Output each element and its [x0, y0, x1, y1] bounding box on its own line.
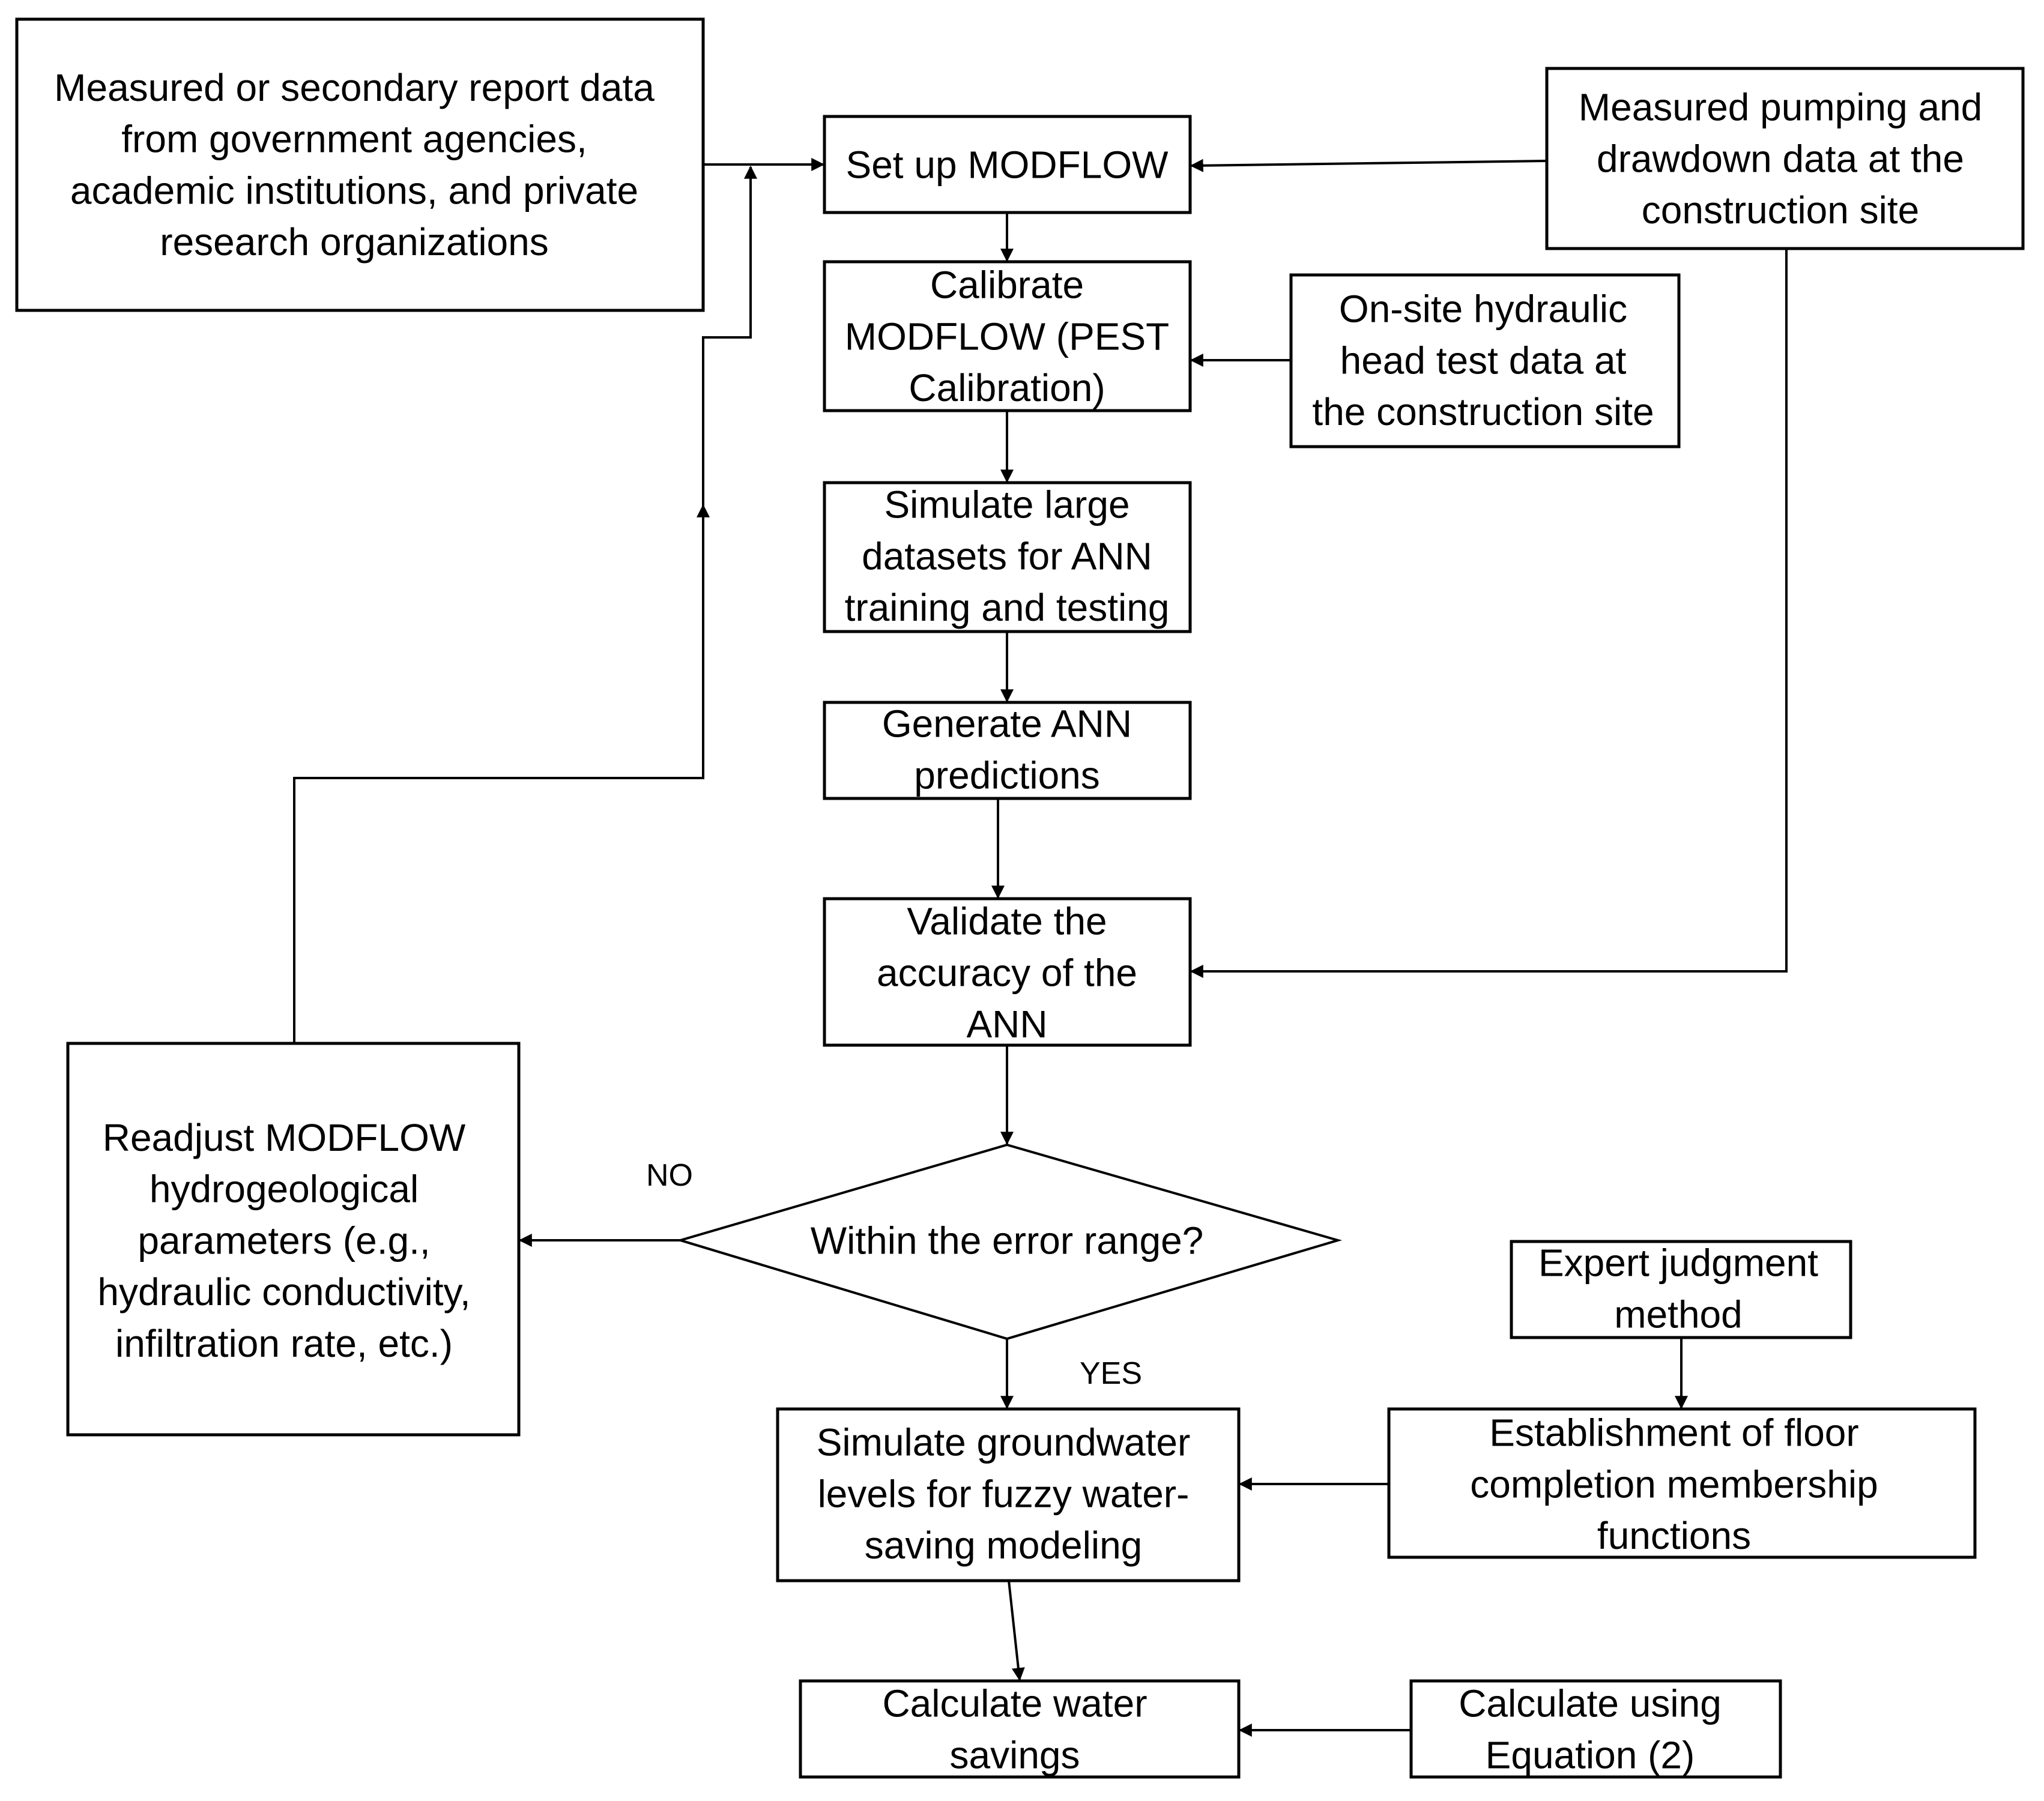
- box-simulate-datasets-text: Simulate large datasets for ANN training a…: [845, 483, 1170, 630]
- box-onsite-hydraulic-text: On-site hydraulic head test data at the co…: [1312, 288, 1654, 434]
- box-onsite-hydraulic-text-line: head test data at: [1340, 339, 1627, 382]
- box-measured-report-data-text-line: from government agencies,: [121, 118, 587, 161]
- arrow-readjust-loop-1: [293, 504, 710, 1043]
- box-simulate-groundwater-text: Simulate groundwater levels for fuzzy wat…: [817, 1421, 1191, 1567]
- diamond-error-range-text-line: Within the error range?: [811, 1219, 1204, 1262]
- box-readjust-modflow-text-line: parameters (e.g.,: [138, 1219, 430, 1262]
- box-readjust-modflow-text-line: hydraulic conductivity,: [97, 1270, 470, 1314]
- box-calibrate-modflow-text-line: MODFLOW (PEST: [845, 315, 1169, 358]
- box-calculate-savings-text-line: Calculate water: [882, 1682, 1147, 1725]
- box-calculate-equation-text-line: Calculate using: [1459, 1682, 1722, 1725]
- box-calibrate-modflow-text-line: Calibrate: [930, 264, 1084, 307]
- arrow-groundwater-to-savings: [1008, 1580, 1025, 1682]
- box-measured-pumping-text-line: drawdown data at the: [1597, 137, 1964, 180]
- box-measured-report-data-text-line: academic institutions, and private: [70, 169, 638, 212]
- box-measured-pumping-text-line: Measured pumping and: [1579, 86, 1982, 129]
- box-validate-ann-text-line: ANN: [966, 1003, 1047, 1046]
- box-readjust-modflow-text-line: infiltration rate, etc.): [115, 1322, 453, 1365]
- box-readjust-modflow-text: Readjust MODFLOW hydrogeological parameter…: [97, 1116, 470, 1365]
- edge-label-no: NO: [646, 1158, 693, 1193]
- diamond-error-range: Within the error range?: [676, 1143, 1343, 1341]
- box-expert-judgment-text-line: Expert judgment: [1538, 1241, 1818, 1285]
- box-measured-report-data-text: Measured or secondary report data from go…: [54, 66, 655, 264]
- box-simulate-groundwater-text-line: saving modeling: [865, 1524, 1143, 1567]
- box-onsite-hydraulic-text-line: the construction site: [1312, 390, 1654, 433]
- box-calculate-equation-text-line: Equation (2): [1486, 1733, 1695, 1776]
- box-establish-membership-text-line: Establishment of floor: [1489, 1411, 1858, 1455]
- box-simulate-datasets: Simulate large datasets for ANN training a…: [823, 481, 1192, 633]
- box-readjust-modflow: Readjust MODFLOW hydrogeological parameter…: [66, 1042, 521, 1437]
- box-establish-membership: Establishment of floor completion members…: [1387, 1407, 1977, 1559]
- box-calculate-savings: Calculate water savings: [799, 1679, 1241, 1779]
- box-onsite-hydraulic-text-line: On-site hydraulic: [1339, 288, 1627, 331]
- box-expert-judgment-text-line: method: [1614, 1293, 1742, 1336]
- box-measured-pumping-text-line: construction site: [1642, 189, 1919, 232]
- box-establish-membership-text-line: functions: [1597, 1514, 1751, 1557]
- arrow-pumping-to-validate: [1190, 249, 1788, 978]
- box-expert-judgment: Expert judgment method: [1510, 1240, 1852, 1339]
- arrow-pumping-to-setup: [1190, 158, 1547, 172]
- box-measured-report-data-text-line: research organizations: [160, 220, 548, 264]
- box-set-up-modflow: Set up MODFLOW: [823, 115, 1192, 214]
- box-generate-ann-text-line: predictions: [914, 753, 1100, 797]
- box-validate-ann-text-line: Validate the: [907, 900, 1107, 943]
- edge-label-yes: YES: [1080, 1356, 1142, 1391]
- box-generate-ann-text-line: Generate ANN: [882, 702, 1132, 746]
- arrow-readjust-loop-2: [702, 165, 757, 505]
- box-measured-pumping: Measured pumping and drawdown data at the…: [1545, 67, 2025, 250]
- box-readjust-modflow-text-line: Readjust MODFLOW: [103, 1116, 466, 1159]
- box-calculate-savings-text-line: savings: [950, 1733, 1080, 1776]
- box-simulate-groundwater: Simulate groundwater levels for fuzzy wat…: [776, 1407, 1241, 1582]
- box-calculate-savings-text: Calculate water savings: [882, 1682, 1147, 1777]
- box-set-up-modflow-text: Set up MODFLOW: [846, 143, 1169, 186]
- box-simulate-datasets-text-line: datasets for ANN: [862, 534, 1152, 578]
- box-simulate-groundwater-text-line: levels for fuzzy water-: [818, 1472, 1190, 1515]
- box-simulate-datasets-text-line: training and testing: [845, 586, 1170, 629]
- box-measured-report-data: Measured or secondary report data from go…: [15, 17, 705, 312]
- box-measured-report-data-text-line: Measured or secondary report data: [54, 66, 655, 109]
- box-calibrate-modflow-text-line: Calibration): [909, 366, 1105, 409]
- box-expert-judgment-text: Expert judgment method: [1538, 1241, 1818, 1336]
- box-validate-ann-text-line: accuracy of the: [877, 951, 1137, 994]
- box-generate-ann-text: Generate ANN predictions: [882, 702, 1132, 797]
- box-establish-membership-text-line: completion membership: [1470, 1462, 1878, 1506]
- box-simulate-datasets-text-line: Simulate large: [884, 483, 1129, 526]
- box-readjust-modflow-text-line: hydrogeological: [150, 1168, 419, 1211]
- box-generate-ann: Generate ANN predictions: [823, 701, 1192, 800]
- box-set-up-modflow-text-line: Set up MODFLOW: [846, 143, 1169, 186]
- diamond-error-range-text: Within the error range?: [811, 1219, 1204, 1262]
- box-onsite-hydraulic: On-site hydraulic head test data at the co…: [1289, 273, 1681, 448]
- box-establish-membership-text: Establishment of floor completion members…: [1470, 1411, 1878, 1558]
- box-simulate-groundwater-text-line: Simulate groundwater: [817, 1421, 1191, 1464]
- box-measured-pumping-text: Measured pumping and drawdown data at the…: [1579, 86, 1982, 232]
